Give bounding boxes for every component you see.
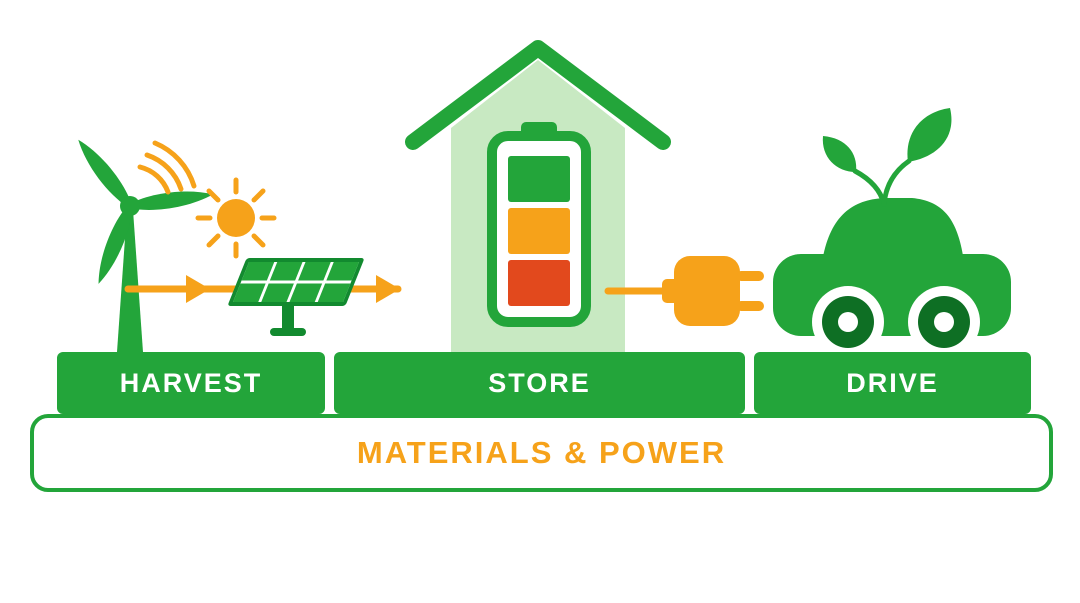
rotation-arcs-icon — [137, 140, 197, 195]
roof — [405, 40, 671, 150]
stage-label-store: STORE — [488, 367, 591, 398]
solar-panel-grid — [228, 258, 364, 306]
stage-box-drive: DRIVE — [754, 352, 1031, 414]
battery-level-high — [508, 156, 570, 202]
wind-turbine-icon — [78, 139, 214, 352]
leaf-icon — [822, 108, 952, 207]
stage-box-harvest: HARVEST — [57, 352, 325, 414]
turbine-tower — [117, 210, 143, 352]
materials-power-bar: MATERIALS & POWER — [30, 414, 1053, 492]
stage-label-harvest: HARVEST — [119, 367, 263, 398]
flow-arrowhead — [376, 275, 400, 303]
turbine-blades — [78, 139, 214, 284]
car-cabin — [822, 198, 964, 262]
solar-panel-icon — [228, 258, 364, 336]
battery-level-low — [508, 260, 570, 306]
stage-label-drive: DRIVE — [846, 367, 939, 398]
materials-power-title: MATERIALS & POWER — [356, 435, 727, 470]
battery-level-mid — [508, 208, 570, 254]
sun-icon — [195, 177, 277, 259]
eco-car-icon — [773, 198, 1011, 358]
sun-rays — [195, 177, 277, 259]
stage-box-store: STORE — [334, 352, 745, 414]
plug-icon — [662, 256, 764, 326]
flow-arrowhead — [186, 275, 210, 303]
battery-icon — [487, 122, 591, 327]
plug-prong — [736, 271, 764, 281]
plug-prong — [736, 301, 764, 311]
